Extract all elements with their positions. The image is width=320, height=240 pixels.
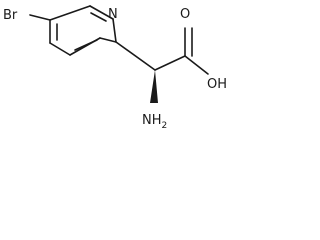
bond-ring-inner-2 [74,39,98,51]
atom-label-carbonyl-oxygen: O [180,7,190,22]
bond-ring-alpha [115,41,156,71]
bond-ring-c2-c3 [49,42,71,56]
atom-label-ring-nitrogen: N [108,7,118,22]
bond-ring-inner-3 [90,12,107,22]
bond-ring-n-c6 [89,5,114,20]
stereo-wedge-bond [150,70,158,103]
amine-label-subscript: 2 [162,121,168,131]
molecule-structure: Br N OH O NH2 [3,5,227,131]
bond-c-br [29,14,51,21]
atom-label-hydroxyl: OH [207,77,227,92]
atom-label-bromine: Br [3,8,18,23]
bond-ring-c4-c5 [99,37,117,43]
atom-label-amine: NH2 [142,113,167,131]
amine-label-main: NH [142,113,162,128]
bond-ring-c5-n [112,18,117,43]
bond-carboxyl-oh [184,55,209,75]
bond-ring-c6-c1 [49,5,91,21]
bond-alpha-carboxyl [154,55,186,71]
